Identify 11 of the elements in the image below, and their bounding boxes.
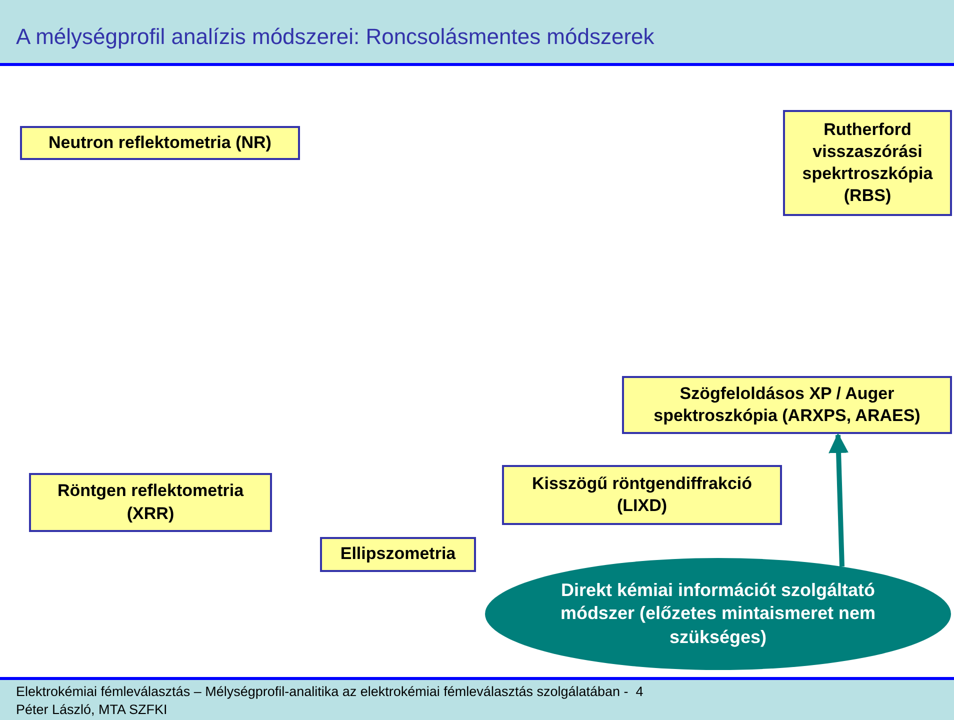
footer-text: Elektrokémiai fémleválasztás – Mélységprofil-analitika az elektrokémiai fémleválasztás szolgálatában - 4 bbox=[16, 684, 644, 699]
method-box: Rutherford visszaszórási spekrtroszkópia (RBS) bbox=[783, 110, 952, 216]
arrow bbox=[828, 433, 849, 567]
method-box: Neutron reflektometria (NR) bbox=[20, 126, 300, 160]
slide-title: A mélységprofil analízis módszerei: Roncsolásmentes módszerek bbox=[16, 24, 654, 50]
ellipse-callout: Direkt kémiai információt szolgáltató módszer (előzetes mintaismeret nem szükséges) bbox=[485, 558, 951, 670]
method-box: Röntgen reflektometria (XRR) bbox=[29, 473, 272, 532]
footer-text: Péter László, MTA SZFKI bbox=[16, 702, 168, 717]
method-box: Kisszögű röntgendiffrakció (LIXD) bbox=[502, 465, 782, 525]
method-box: Szögfeloldásos XP / Auger spektroszkópia (ARXPS, ARAES) bbox=[622, 376, 952, 434]
method-box: Ellipszometria bbox=[320, 537, 476, 572]
